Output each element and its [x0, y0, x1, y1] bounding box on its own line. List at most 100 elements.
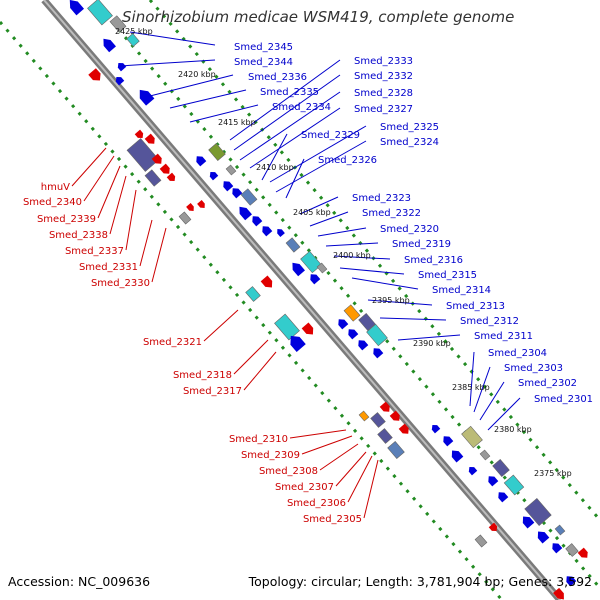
gene-label-smed_2332: Smed_2332 [354, 71, 413, 82]
gene-label-smed_2339: Smed_2339 [37, 214, 96, 225]
leader-smed_2312 [379, 317, 447, 321]
leader-smed_2329 [261, 133, 288, 181]
leader-smed_2344 [119, 59, 216, 67]
leader-smed_2315 [339, 267, 405, 275]
gene-label-smed_2303: Smed_2303 [504, 363, 563, 374]
gene-feature-11 [126, 138, 160, 172]
genome-title: Sinorhizobium medicae WSM419, complete g… [122, 8, 515, 26]
gene-feature-7 [115, 76, 125, 86]
gene-feature-71 [577, 547, 588, 558]
gene-feature-26 [239, 206, 252, 221]
gene-label-smed_2318: Smed_2318 [173, 370, 232, 381]
gene-feature-28 [262, 226, 273, 237]
gene-label-smed_2323: Smed_2323 [352, 193, 411, 204]
gene-label-smed_2307: Smed_2307 [275, 482, 334, 493]
gene-features [69, 0, 588, 600]
gene-label-smed_2313: Smed_2313 [446, 301, 505, 312]
gene-feature-6 [117, 62, 127, 72]
gene-feature-19 [208, 143, 226, 161]
gene-feature-10 [144, 133, 155, 144]
gene-label-smed_2344: Smed_2344 [234, 57, 293, 68]
scale-label-3: 2410 kbp [256, 163, 294, 172]
scale-label-10: 2375 kbp [534, 469, 572, 478]
gene-feature-30 [285, 237, 301, 253]
scale-label-2: 2415 kbp [218, 118, 256, 127]
leader-smed_2331 [139, 219, 153, 267]
leader-smed_2306 [347, 455, 373, 503]
gene-feature-42 [366, 323, 388, 347]
gene-label-smed_2312: Smed_2312 [460, 316, 519, 327]
gene-feature-37 [274, 313, 300, 341]
gene-feature-27 [252, 216, 263, 227]
gene-feature-49 [379, 401, 390, 412]
leader-smed_2319 [325, 242, 379, 247]
inner-scale-line [110, 21, 600, 589]
gene-feature-58 [468, 466, 478, 476]
gene-feature-17 [197, 200, 205, 209]
gene-feature-45 [358, 340, 369, 351]
leader-smed_2333 [229, 59, 341, 141]
gene-feature-55 [443, 436, 454, 447]
gene-feature-67 [522, 516, 535, 529]
leader-smed_2328 [239, 91, 341, 161]
gene-feature-61 [488, 476, 499, 487]
gene-feature-34 [316, 262, 328, 274]
gene-label-smed_2302: Smed_2302 [518, 378, 577, 389]
gene-feature-31 [300, 250, 322, 274]
leader-smed_2339 [97, 165, 121, 219]
leader-smed_2345 [129, 31, 216, 46]
gene-feature-12 [151, 153, 162, 164]
leader-smed_2324 [275, 140, 367, 193]
leader-smed_2330 [151, 227, 167, 283]
gene-feature-29 [277, 228, 285, 237]
gene-feature-8 [139, 89, 155, 106]
gene-label-smed_2301: Smed_2301 [534, 394, 593, 405]
gene-feature-47 [358, 410, 370, 422]
leader-smed_2307 [335, 451, 367, 487]
gene-feature-0 [87, 0, 113, 26]
gene-feature-41 [358, 313, 376, 331]
gene-label-hmuv: hmuV [41, 182, 70, 193]
leader-smed_2336 [149, 74, 234, 97]
leader-smed_2309 [301, 435, 353, 455]
gene-feature-3 [103, 38, 116, 53]
leader-smed_2311 [397, 334, 461, 341]
gene-label-smed_2319: Smed_2319 [392, 239, 451, 250]
leader-smed_2310 [289, 429, 347, 439]
genome-stats: Topology: circular; Length: 3,781,904 bp… [248, 574, 592, 589]
leader-smed_2332 [233, 74, 341, 151]
gene-label-smed_2331: Smed_2331 [79, 262, 138, 273]
gene-feature-32 [292, 262, 305, 277]
gene-feature-38 [301, 322, 314, 335]
gene-feature-53 [387, 441, 405, 459]
gene-feature-65 [474, 534, 488, 548]
gene-feature-40 [343, 304, 361, 322]
gene-label-smed_2340: Smed_2340 [23, 197, 82, 208]
scale-label-7: 2390 kbp [413, 339, 451, 348]
gene-label-smed_2316: Smed_2316 [404, 255, 463, 266]
gene-feature-68 [537, 531, 550, 544]
gene-feature-24 [232, 188, 243, 199]
scale-label-4: 2405 kbp [293, 208, 331, 217]
leader-smed_2340 [83, 155, 115, 202]
gene-label-smed_2337: Smed_2337 [65, 246, 124, 257]
leader-smed_2308 [319, 443, 359, 471]
gene-label-smed_2309: Smed_2309 [241, 450, 300, 461]
gene-feature-20 [196, 156, 207, 167]
gene-label-smed_2334: Smed_2334 [272, 102, 331, 113]
gene-feature-23 [223, 181, 234, 192]
leader-smed_2301 [487, 397, 521, 431]
gene-feature-33 [310, 274, 321, 285]
gene-label-smed_2326: Smed_2326 [318, 155, 377, 166]
gene-feature-74 [553, 587, 564, 600]
leader-smed_2338 [109, 175, 127, 235]
leader-smed_2302 [479, 381, 505, 421]
gene-feature-48 [370, 412, 386, 428]
gene-feature-44 [348, 329, 359, 340]
scale-label-6: 2395 kbp [372, 296, 410, 305]
gene-feature-5 [88, 68, 101, 81]
gene-feature-52 [377, 428, 393, 444]
gene-feature-9 [134, 129, 144, 139]
